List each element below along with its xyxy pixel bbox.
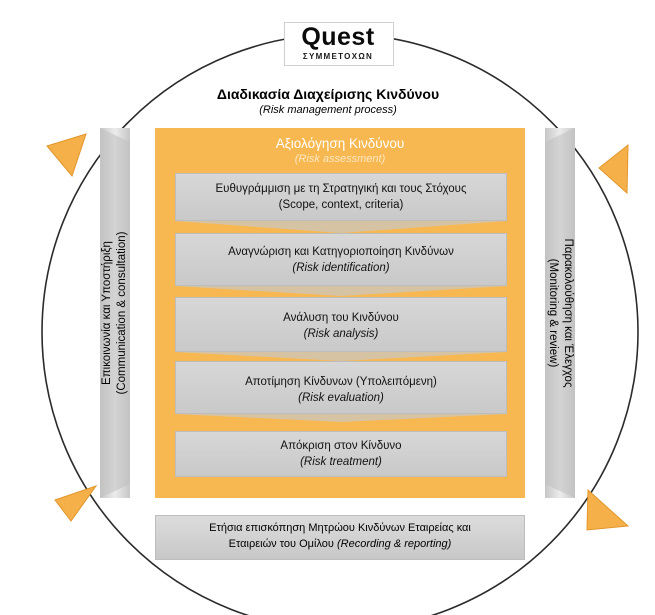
left-bar-text: Επικοινωνία και Υποστήριξη (Communicatio… (100, 232, 130, 395)
step-treatment-line1: Απόκριση στον Κίνδυνο (280, 440, 402, 452)
recording-box (155, 515, 525, 560)
step-evaluation-chevron (175, 414, 507, 422)
step-identification: Αναγνώριση και Κατηγοριοποίηση Κινδύνων … (175, 233, 507, 286)
step-treatment-line2: (Risk treatment) (300, 456, 382, 468)
step-analysis: Ανάλυση του Κινδύνου (Risk analysis) (175, 297, 507, 352)
arrow-bottom-left-icon (54, 485, 98, 522)
recording-line2-italic: (Recording & reporting) (336, 538, 452, 550)
arrow-top-left-icon (46, 133, 87, 178)
step-evaluation-line2: (Risk evaluation) (298, 392, 384, 404)
arrow-bottom-right-icon (586, 488, 630, 531)
left-bar-line2: (Communication & consultation) (116, 231, 128, 395)
step-scope-line2: (Scope, context, criteria) (278, 199, 404, 211)
page-subtitle: (Risk management process) (259, 104, 397, 116)
step-evaluation-line1: Αποτίμηση Κίνδυνων (Υπολειπόμενη) (245, 376, 437, 388)
recording-line2: Εταιρειών του Ομίλου (Recording & report… (155, 536, 525, 552)
left-bar-line1: Επικοινωνία και Υποστήριξη (101, 241, 113, 385)
step-analysis-line1: Ανάλυση του Κινδύνου (283, 312, 399, 324)
step-analysis-chevron (175, 352, 507, 361)
left-bar-chevron (100, 128, 130, 498)
right-bar-text: Παρακολούθηση και Έλεγχος (Monitoring & … (545, 239, 575, 388)
right-bar-line1: Παρακολούθηση και Έλεγχος (562, 238, 574, 388)
page-title: Διαδικασία Διαχείρισης Κινδύνου (216, 86, 440, 102)
step-identification-chevron (175, 286, 507, 296)
step-scope-chevron (175, 221, 507, 233)
assessment-subtitle: (Risk assessment) (294, 153, 386, 165)
recording-text: Ετήσια επισκόπηση Μητρώου Κινδύνων Εταιρ… (155, 520, 525, 552)
arrow-top-right-icon (598, 143, 629, 195)
step-scope: Ευθυγράμμιση με τη Στρατηγική και τους Σ… (175, 173, 507, 221)
right-bar-chevron (545, 128, 575, 498)
assessment-title: Αξιολόγηση Κινδύνου (275, 136, 405, 151)
step-evaluation: Αποτίμηση Κίνδυνων (Υπολειπόμενη) (Risk … (175, 361, 507, 414)
step-treatment: Απόκριση στον Κίνδυνο (Risk treatment) (175, 431, 507, 477)
step-scope-line1: Ευθυγράμμιση με τη Στρατηγική και τους Σ… (215, 183, 467, 195)
logo-subtitle: ΣΥΜΜΕΤΟΧΩΝ (302, 52, 374, 61)
step-analysis-line2: (Risk analysis) (303, 328, 379, 340)
recording-line2-plain: Εταιρειών του Ομίλου (228, 538, 337, 550)
right-bar-line2: (Monitoring & review) (547, 258, 559, 368)
recording-line1: Ετήσια επισκόπηση Μητρώου Κινδύνων Εταιρ… (209, 522, 471, 534)
step-identification-line2: (Risk identification) (292, 262, 390, 274)
logo-wordmark: Quest (301, 23, 375, 51)
logo-box (284, 22, 394, 66)
step-identification-line1: Αναγνώριση και Κατηγοριοποίηση Κινδύνων (228, 246, 454, 258)
